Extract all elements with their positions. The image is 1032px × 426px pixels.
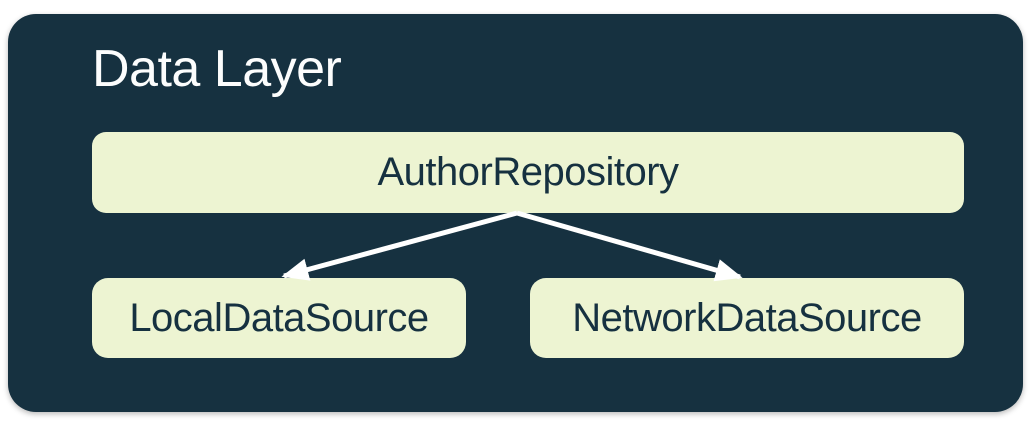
node-label: AuthorRepository <box>377 150 679 194</box>
node-network-data-source: NetworkDataSource <box>530 278 964 358</box>
data-layer-container: Data Layer AuthorRepository LocalDataSou… <box>8 14 1023 412</box>
node-label: LocalDataSource <box>129 295 429 340</box>
node-local-data-source: LocalDataSource <box>92 278 466 358</box>
node-label: NetworkDataSource <box>572 295 922 340</box>
node-author-repository: AuthorRepository <box>92 132 964 213</box>
layer-title: Data Layer <box>92 40 342 98</box>
